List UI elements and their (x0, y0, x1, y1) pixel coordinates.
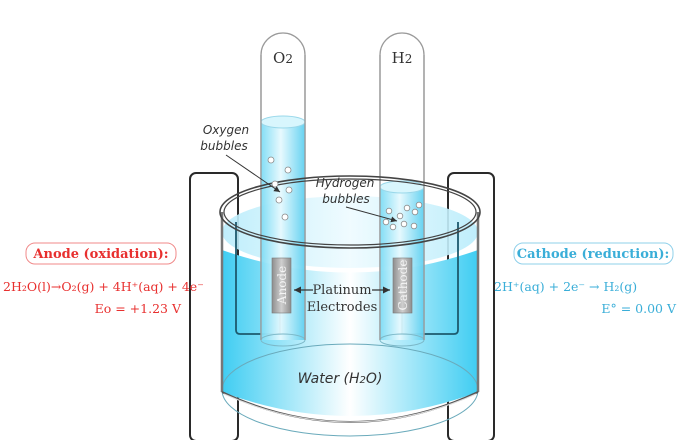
oxygen-gas-label: O2 (273, 49, 293, 67)
hydrogen-bubbles-pointer (345, 206, 398, 223)
cathode-electrode-label: Cathode (396, 260, 410, 311)
cathode-electrode (392, 257, 413, 314)
beaker-rim-inner (223, 178, 477, 246)
anode-title: Anode (oxidation): (32, 247, 168, 262)
oxygen-bubbles (267, 156, 293, 221)
cathode-potential: E° = 0.00 V (601, 301, 677, 316)
anode-potential: Eo = +1.23 V (95, 301, 182, 316)
oxygen-bubbles-label-line2: bubbles (200, 139, 247, 153)
hydrogen-gas-label: H2 (392, 49, 413, 67)
anode-title-box (25, 242, 177, 265)
cathode-equation: 2H⁺(aq) + 2e⁻ → H₂(g) (494, 279, 637, 294)
anode-inner-wire (235, 222, 281, 335)
hydrogen-bubbles (382, 201, 423, 231)
oxygen-bubbles-pointer (225, 154, 281, 193)
anode-electrode-label: Anode (275, 266, 289, 305)
cathode-title-box (513, 242, 674, 265)
platinum-label-line2: Electrodes (307, 300, 378, 315)
cathode-title: Cathode (reduction): (517, 247, 670, 262)
water-label: Water (H2O) (298, 371, 383, 387)
hydrogen-bubbles-label-line2: bubbles (322, 192, 369, 206)
platinum-label-line1: Platinum (312, 283, 371, 298)
hydrogen-bubbles-label-line1: Hydrogen (316, 176, 375, 190)
anode-equation: 2H₂O(l)→O₂(g) + 4H⁺(aq) + 4e⁻ (3, 279, 204, 294)
oxygen-bubbles-label-line1: Oxygen (203, 123, 249, 137)
anode-electrode (271, 257, 292, 314)
beaker-rim-outer (219, 175, 481, 249)
cathode-inner-wire (401, 222, 459, 335)
